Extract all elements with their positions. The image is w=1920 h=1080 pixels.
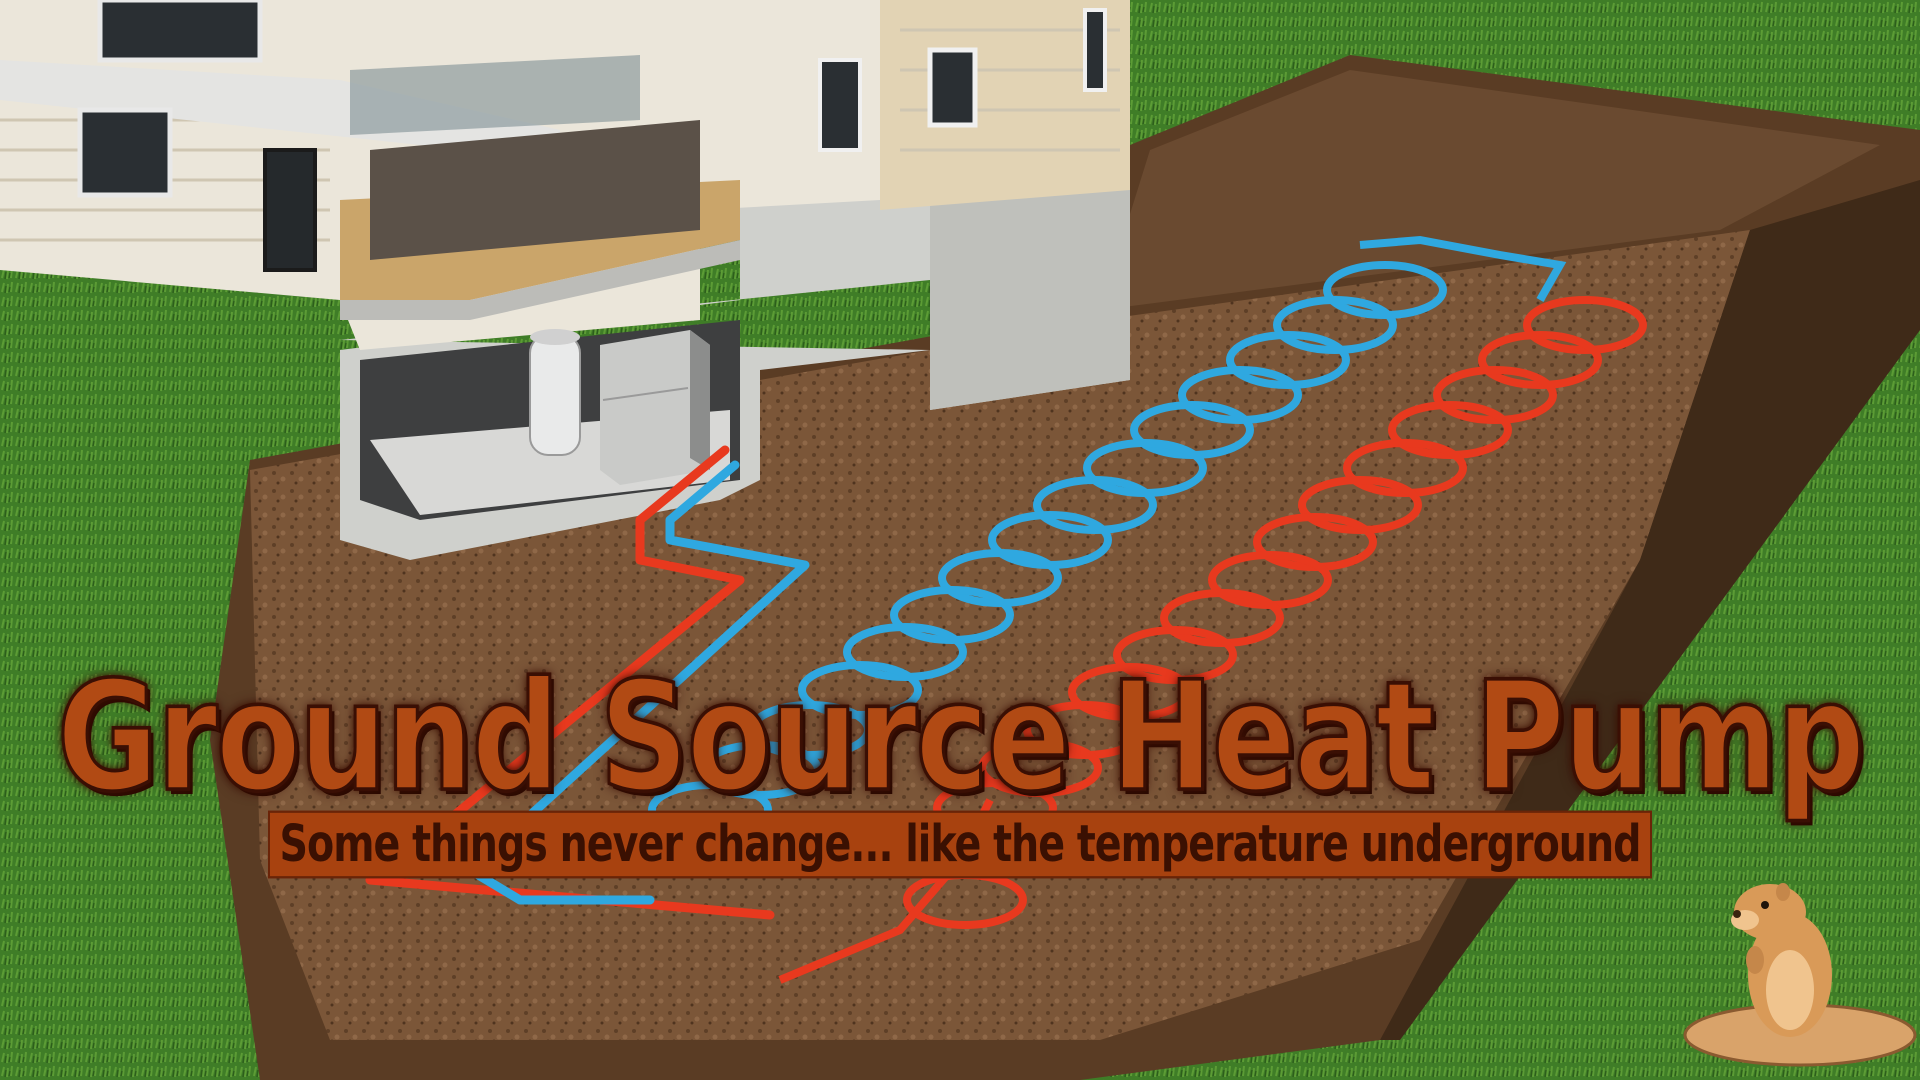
- heat-pump-unit-icon: [600, 330, 710, 485]
- groundhog-mascot-icon: [1683, 883, 1917, 1067]
- water-tank-icon: [529, 329, 581, 456]
- subtitle-banner: Some things never change... like the tem…: [0, 812, 1920, 877]
- subtitle-text: Some things never change... like the tem…: [269, 812, 1651, 877]
- supply-pipes: [365, 445, 810, 920]
- cold-loop-coil: [648, 235, 1567, 839]
- page-title: Ground Source Heat Pump: [55, 648, 1866, 827]
